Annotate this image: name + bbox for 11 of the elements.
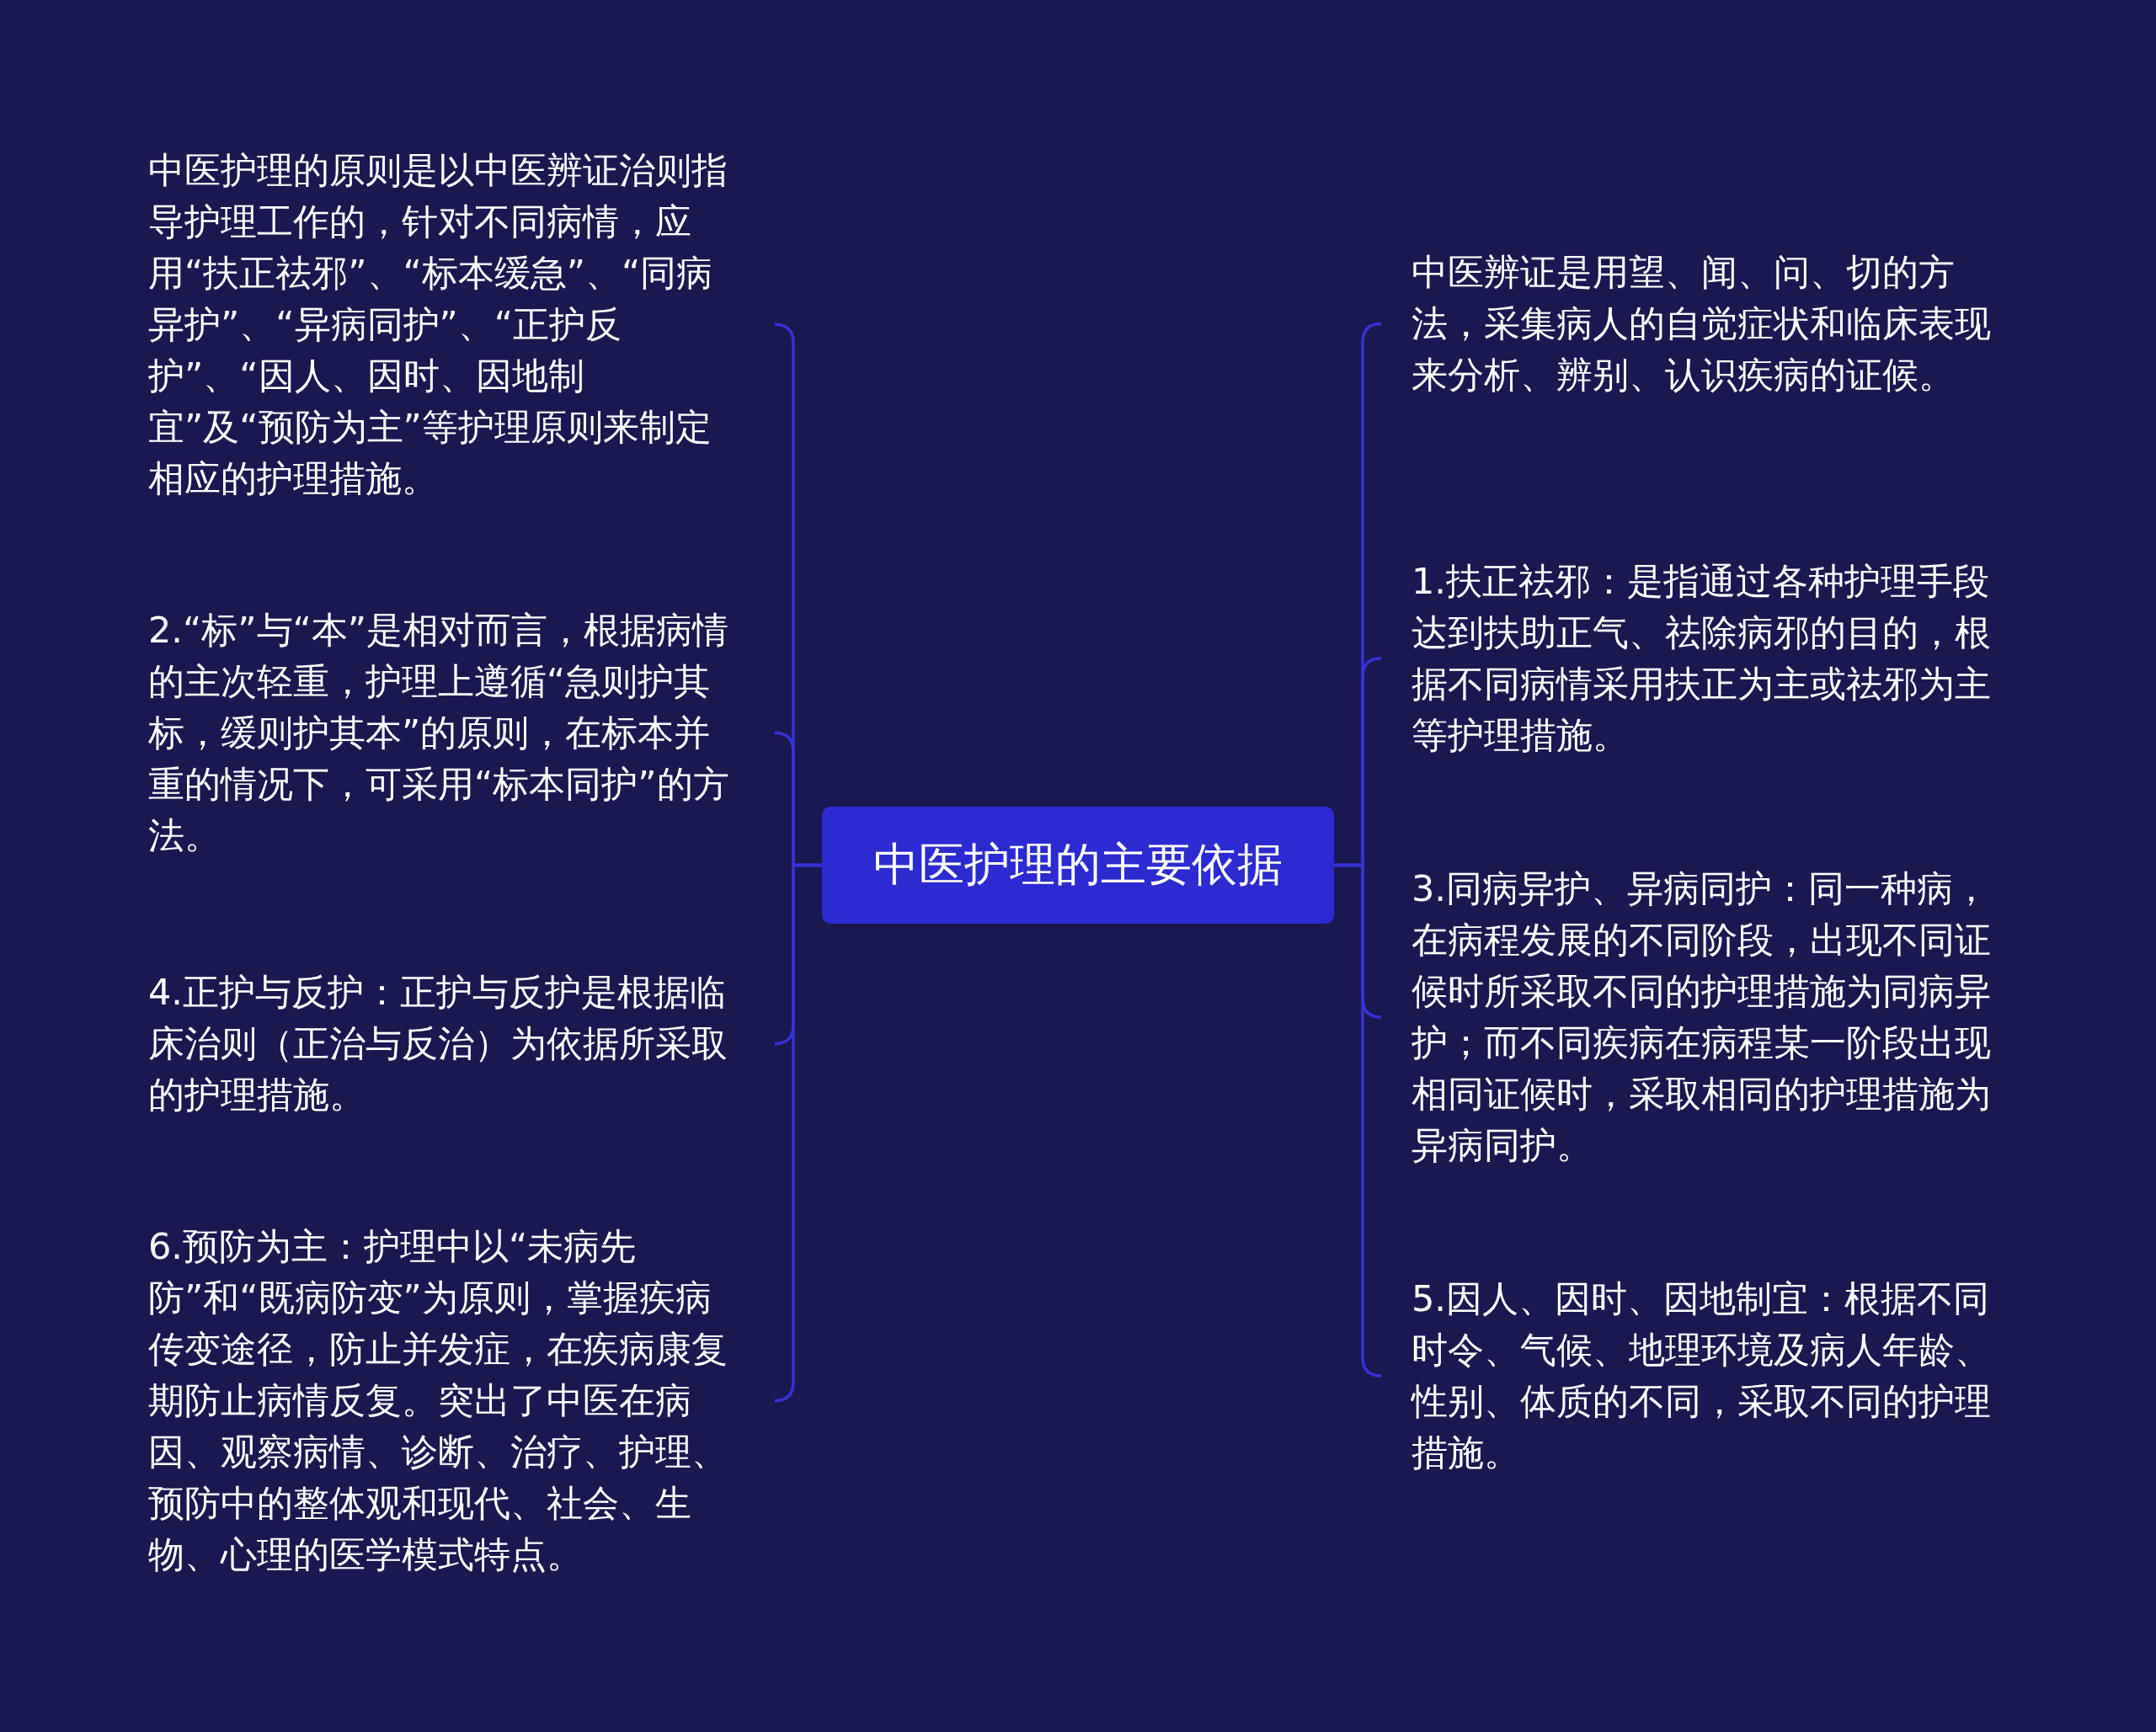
topic-text: 6.预防为主：护理中以“未病先防”和“既病防变”为原则，掌握疾病传变途径，防止并发症，在疾病康复期防止病情反复。突出了中医在病因、观察病情、诊断、治疗、护理、预防中的整体观和现代、社会、生物、心理的医学模式特点。: [148, 1221, 780, 1580]
topic-text: 1.扶正祛邪：是指通过各种护理手段达到扶助正气、祛除病邪的目的，根据不同病情采用扶正为主或祛邪为主等护理措施。: [1378, 556, 2009, 761]
topic-text: 中医辨证是用望、闻、问、切的方法，采集病人的自觉症状和临床表现来分析、辨别、认识疾病的证候。: [1378, 247, 2009, 401]
topic-text: 3.同病异护、异病同护：同一种病，在病程发展的不同阶段，出现不同证候时所采取不同的护理措施为同病异护；而不同疾病在病程某一阶段出现相同证候时，采取相同的护理措施为异病同护。: [1378, 863, 2009, 1171]
connector-line: [773, 863, 822, 1403]
topic-text: 2.“标”与“本”是相对而言，根据病情的主次轻重，护理上遵循“急则护其标，缓则护其本”的原则，在标本并重的情况下，可采用“标本同护”的方法。: [148, 605, 780, 861]
topic-text: 中医护理的原则是以中医辨证治则指导护理工作的，针对不同病情，应用“扶正祛邪”、“标本缓急”、“同病异护”、“异病同护”、“正护反护”、“因人、因时、因地制宜”及“预防为主”等护理原则来制定相应的护理措施。: [148, 145, 780, 504]
central-topic: 中医护理的主要依据: [822, 807, 1334, 924]
topic-text: 4.正护与反护：正护与反护是根据临床治则（正治与反治）为依据所采取的护理措施。: [148, 967, 780, 1121]
topic-text: 5.因人、因时、因地制宜：根据不同时令、气候、地理环境及病人年龄、性别、体质的不同，采取不同的护理措施。: [1378, 1273, 2009, 1479]
connector-line: [1334, 863, 1383, 1378]
